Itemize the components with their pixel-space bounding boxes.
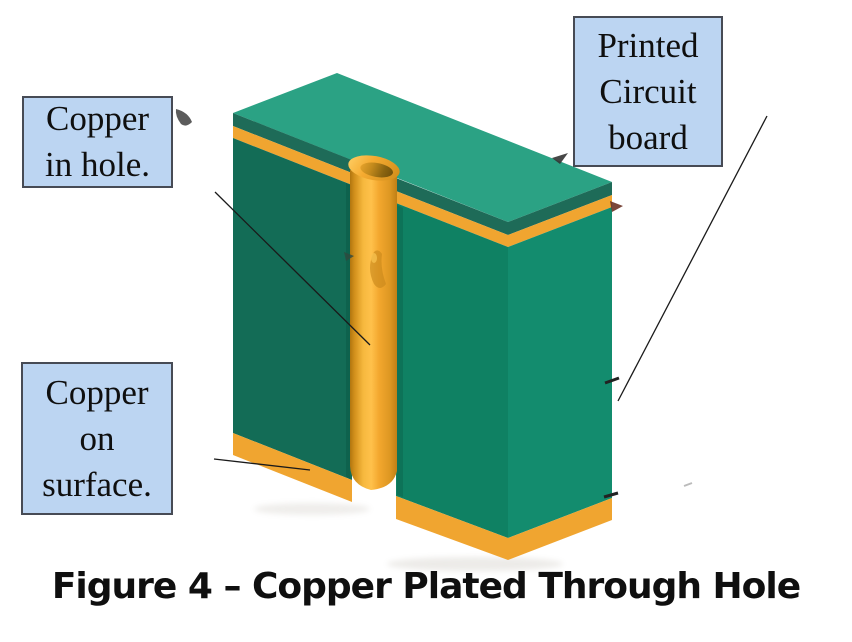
- label-line: surface.: [42, 464, 152, 504]
- copper-layer-top-right: [396, 191, 508, 247]
- copper-layer-top-side: [508, 195, 612, 247]
- hole-shadow-left: [346, 183, 350, 479]
- label-line: Copper: [45, 372, 149, 412]
- smudge-mark-near-copper-in-hole-box: [175, 109, 192, 126]
- label-line: board: [608, 117, 688, 157]
- arrowhead-mark-top-corner: [552, 153, 568, 164]
- faint-dash-mark: [683, 482, 693, 487]
- label-printed-circuit-board: Printed Circuit board: [573, 16, 723, 167]
- arrowhead-mark-left-of-barrel: [344, 252, 354, 261]
- leader-line-copper-in-hole: [214, 191, 371, 346]
- label-copper-in-hole: Copper in hole.: [22, 96, 173, 188]
- pcb-top-face: [233, 73, 612, 222]
- copper-barrel-notch-highlight: [371, 253, 377, 263]
- copper-layer-top-left: [233, 126, 352, 185]
- label-line: on: [79, 418, 115, 458]
- figure-caption: Figure 4 – Copper Plated Through Hole: [51, 566, 801, 607]
- copper-layer-bottom-side: [508, 498, 612, 560]
- hole-opening: [360, 162, 393, 178]
- pcb-right-side-face: [508, 207, 612, 538]
- ground-shadow-left: [254, 503, 370, 515]
- label-line: Copper: [45, 99, 150, 138]
- pcb-left-front-face: [233, 138, 352, 480]
- leader-line-copper-on-surface: [213, 458, 311, 471]
- arrowhead-mark-right-corner: [610, 201, 623, 212]
- pcb-right-top-laminate-edge: [396, 178, 508, 235]
- label-line: in hole.: [45, 145, 150, 184]
- ground-shadow-right: [387, 557, 563, 571]
- tick-mark-right-edge-lower: [603, 491, 619, 499]
- pcb-side-top-laminate-edge: [508, 182, 612, 235]
- hole-shadow-right: [397, 205, 403, 497]
- label-copper-on-surface: Copper on surface.: [21, 362, 173, 515]
- label-line: Circuit: [599, 71, 697, 111]
- copper-barrel: [350, 170, 397, 490]
- tick-mark-right-edge-upper: [604, 376, 620, 385]
- copper-layer-bottom-right: [396, 496, 508, 560]
- pcb-left-top-laminate-edge: [233, 113, 352, 173]
- leader-line-printed-circuit-board: [617, 115, 768, 402]
- pcb-right-front-face: [396, 203, 508, 538]
- label-line: Printed: [597, 25, 699, 65]
